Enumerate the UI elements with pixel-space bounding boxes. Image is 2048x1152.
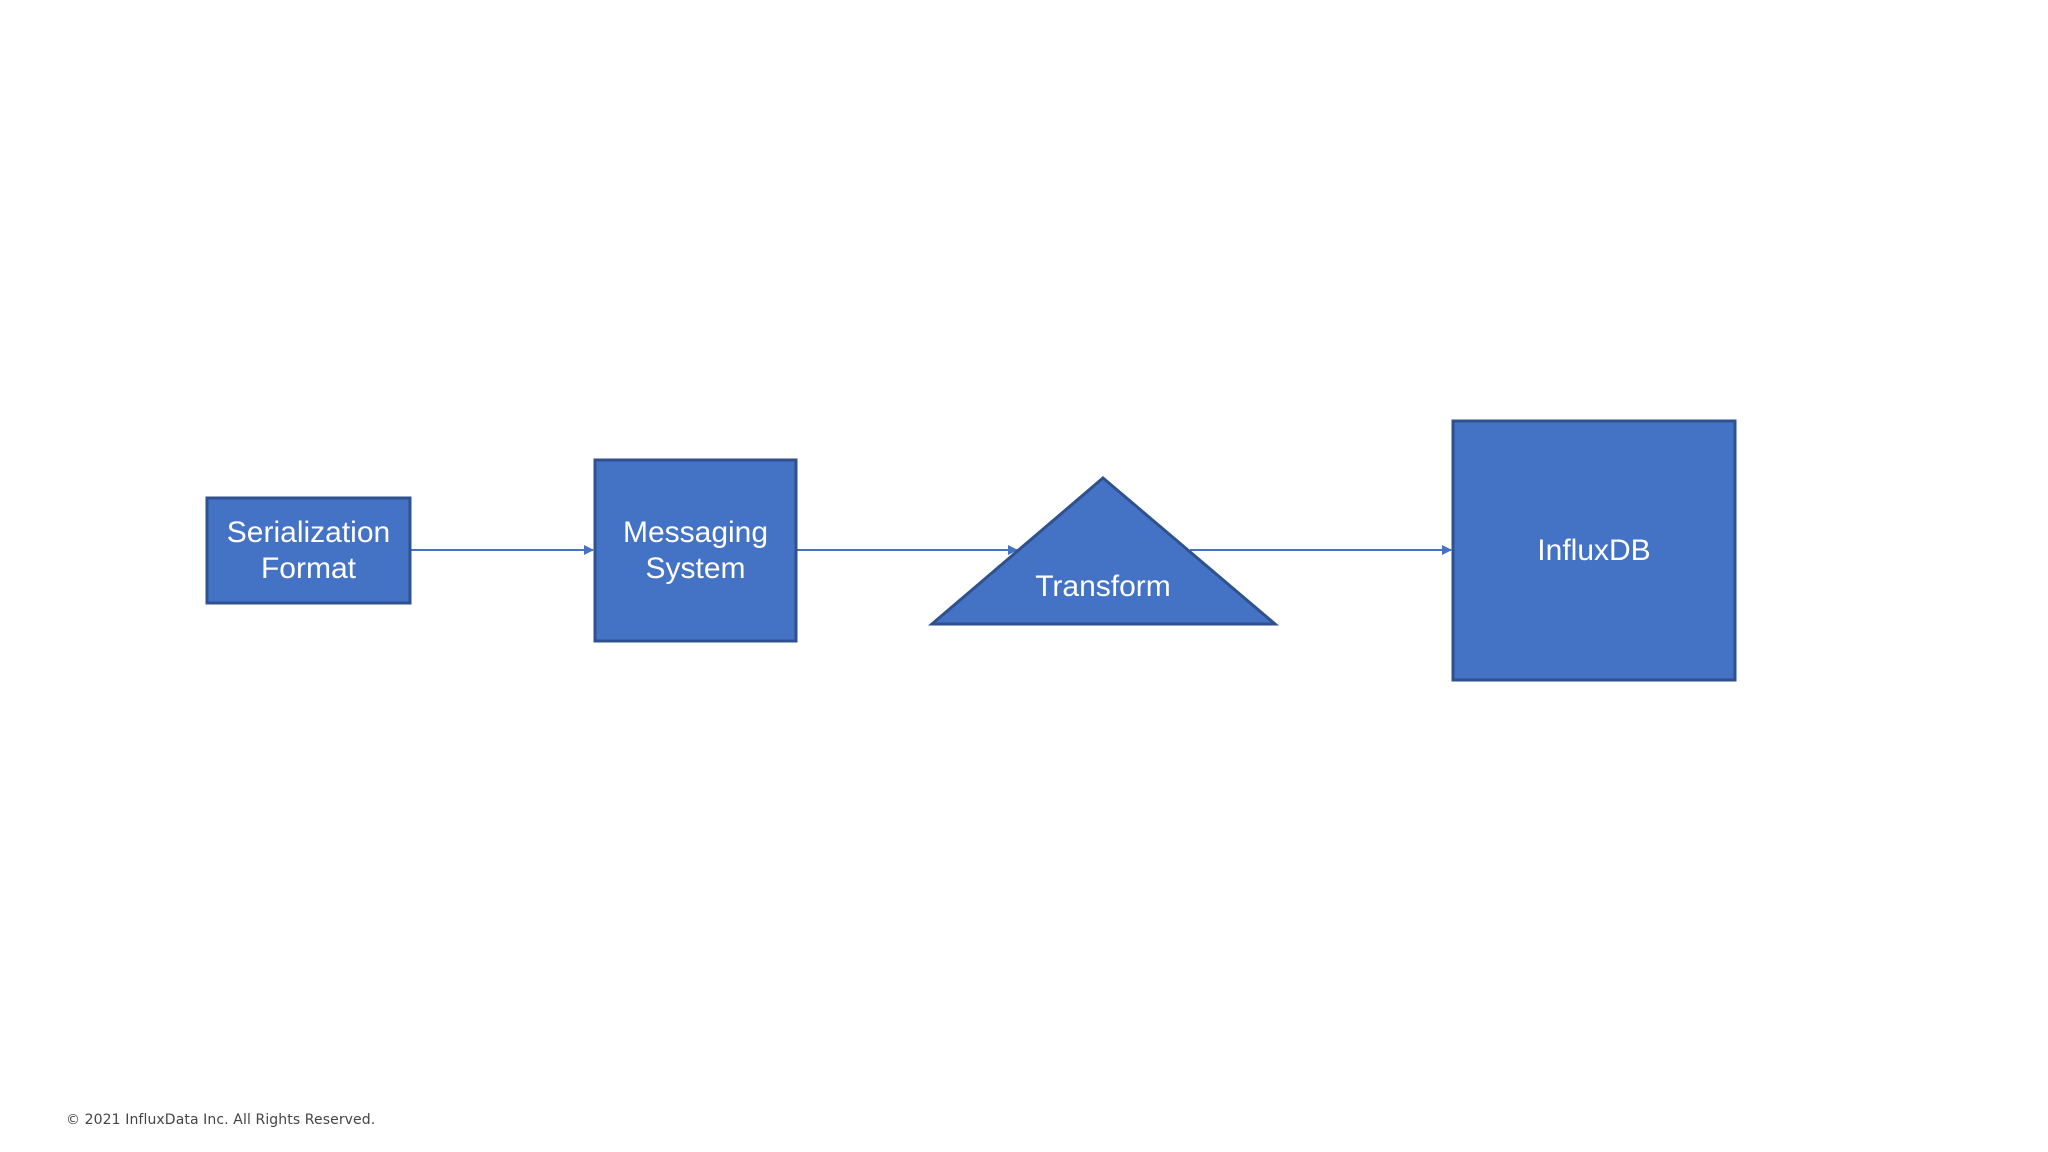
footer-copyright: © 2021 InfluxData Inc. All Rights Reserv… xyxy=(66,1112,376,1128)
node-influxdb xyxy=(1451,419,1737,682)
node-messaging-system xyxy=(593,458,798,643)
node-serialization-format xyxy=(205,496,412,605)
node-transform xyxy=(927,476,1280,626)
